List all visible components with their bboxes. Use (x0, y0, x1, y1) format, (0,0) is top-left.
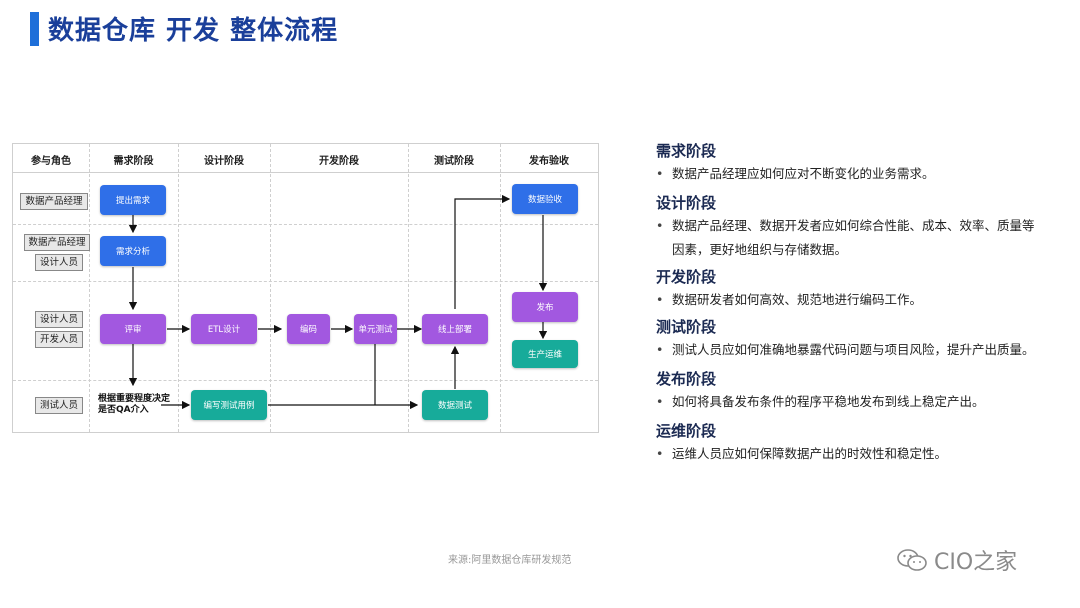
title-accent-bar (30, 12, 39, 46)
header-divider (13, 172, 598, 173)
role-designer: 设计人员 (35, 311, 83, 328)
grid-column-divider (178, 144, 179, 432)
header-roles: 参与角色 (31, 156, 71, 167)
page-title: 数据仓库 开发 整体流程 (48, 16, 339, 46)
box-review: 评审 (100, 314, 166, 344)
role-designer: 设计人员 (35, 254, 83, 271)
grid-column-divider (408, 144, 409, 432)
grid-row-divider (13, 380, 598, 381)
section-text: 运维人员应如何保障数据产出的时效性和稳定性。 (656, 442, 1071, 466)
watermark-text: CIO之家 (934, 550, 1018, 575)
section-text: 数据研发者如何高效、规范地进行编码工作。 (656, 288, 1071, 312)
box-production-ops: 生产运维 (512, 340, 578, 368)
section-text: 测试人员应如何准确地暴露代码问题与项目风险，提升产出质量。 (656, 338, 1071, 362)
role-developer: 开发人员 (35, 331, 83, 348)
stage-descriptions: 需求阶段 数据产品经理应如何应对不断变化的业务需求。 设计阶段 数据产品经理、数… (656, 140, 1071, 466)
box-data-testing: 数据测试 (422, 390, 488, 420)
section-title: 发布阶段 (656, 370, 717, 388)
header-development: 开发阶段 (319, 156, 359, 167)
box-etl-design: ETL设计 (191, 314, 257, 344)
grid-column-divider (270, 144, 271, 432)
watermark: CIO之家 (896, 544, 1017, 576)
role-tester: 测试人员 (35, 397, 83, 414)
box-data-acceptance: 数据验收 (512, 184, 578, 214)
flow-arrows (128, 194, 548, 410)
qa-note-line: 根据重要程度决定 (98, 394, 171, 404)
section-title: 运维阶段 (656, 422, 717, 440)
box-requirement-analysis: 需求分析 (100, 236, 166, 266)
box-unit-test: 单元测试 (354, 314, 397, 344)
section-text-line: 因素，更好地组织与存储数据。 (672, 242, 848, 257)
wechat-icon (897, 549, 927, 571)
box-release: 发布 (512, 292, 578, 322)
box-submit-requirement: 提出需求 (100, 185, 166, 215)
box-coding: 编码 (287, 314, 330, 344)
section-title: 设计阶段 (656, 194, 717, 212)
grid-column-divider (89, 144, 90, 432)
header-requirement: 需求阶段 (113, 156, 154, 167)
section-text: 数据产品经理、数据开发者应如何综合性能、成本、效率、质量等 因素，更好地组织与存… (656, 214, 1071, 262)
grid-row-divider (13, 224, 598, 225)
section-text: 数据产品经理应如何应对不断变化的业务需求。 (656, 162, 1071, 186)
box-write-test-cases: 编写测试用例 (191, 390, 267, 420)
qa-note: 根据重要程度决定 是否QA介入 (98, 394, 170, 416)
section-title: 需求阶段 (656, 142, 717, 160)
header-design: 设计阶段 (204, 156, 244, 167)
box-online-deploy: 线上部署 (422, 314, 488, 344)
section-text: 如何将具备发布条件的程序平稳地发布到线上稳定产出。 (656, 390, 1071, 414)
role-product-manager: 数据产品经理 (20, 193, 88, 210)
section-title: 开发阶段 (656, 268, 717, 286)
workflow-diagram: 参与角色 需求阶段 设计阶段 开发阶段 测试阶段 发布验收 数据产品经理 数据产… (12, 143, 599, 433)
section-text-line: 数据产品经理、数据开发者应如何综合性能、成本、效率、质量等 (672, 218, 1035, 233)
qa-note-line: 是否QA介入 (98, 405, 149, 415)
header-testing: 测试阶段 (434, 156, 474, 167)
header-release: 发布验收 (529, 156, 569, 167)
section-title: 测试阶段 (656, 318, 717, 336)
source-caption: 来源:阿里数据仓库研发规范 (448, 555, 572, 566)
grid-row-divider (13, 281, 598, 282)
role-product-manager: 数据产品经理 (24, 234, 90, 251)
grid-column-divider (500, 144, 501, 432)
